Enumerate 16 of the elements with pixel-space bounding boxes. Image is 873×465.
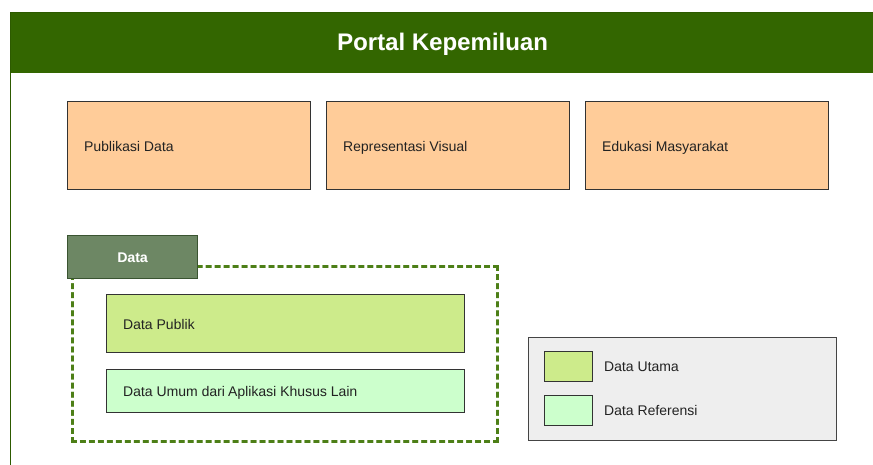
process-box <box>326 101 570 190</box>
process-box <box>106 369 465 413</box>
data-group <box>67 235 499 443</box>
process-box <box>106 294 465 353</box>
process-box <box>585 101 829 190</box>
box-label: Publikasi Data <box>84 138 174 154</box>
box-label: Data Publik <box>123 316 195 332</box>
box-label: Edukasi Masyarakat <box>602 138 728 154</box>
process-box <box>67 101 311 190</box>
box-label: Data Umum dari Aplikasi Khusus Lain <box>123 383 358 399</box>
portal-title: Portal Kepemiluan <box>11 13 873 73</box>
portal-panel <box>10 12 873 465</box>
group-tab: Data <box>67 235 198 279</box>
box-label: Representasi Visual <box>343 138 468 154</box>
legend-label: Data Referensi <box>604 402 698 418</box>
legend-label: Data Utama <box>604 358 679 374</box>
